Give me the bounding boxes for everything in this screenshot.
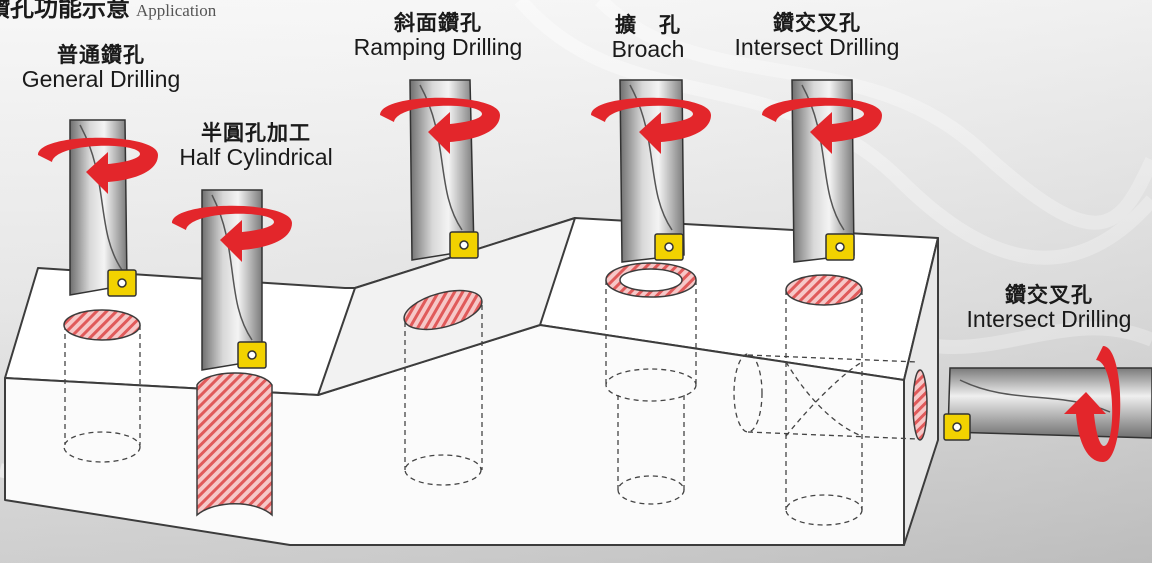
label-ramping-drilling: 斜面鑽孔 Ramping Drilling xyxy=(340,12,536,60)
rotation-arrow-icon xyxy=(591,97,711,154)
label-intersect-side-en: Intersect Drilling xyxy=(966,305,1132,332)
label-intersect-top: 鑽交叉孔 Intersect Drilling xyxy=(720,12,914,60)
label-broach-en: Broach xyxy=(611,35,685,62)
hidden-hole-lines xyxy=(63,280,919,526)
rotation-arrow-icon xyxy=(1064,346,1121,462)
label-general-drilling: 普通鑽孔 General Drilling xyxy=(8,44,194,92)
rotation-arrow-icon xyxy=(762,97,882,154)
rotation-arrow-icon xyxy=(380,97,500,154)
broach-inner xyxy=(619,268,683,292)
ramping-hole xyxy=(403,289,483,331)
label-half-cylindrical: 半圓孔加工 Half Cylindrical xyxy=(168,122,344,170)
label-broach-zh: 擴 孔 xyxy=(615,13,681,37)
label-half-zh: 半圓孔加工 xyxy=(201,121,311,145)
label-broach: 擴 孔 Broach xyxy=(600,14,696,62)
intersect-hole xyxy=(785,274,863,306)
label-intersect-side-zh: 鑽交叉孔 xyxy=(1005,283,1093,307)
title-en: Application xyxy=(136,1,217,20)
hole-openings xyxy=(63,262,928,517)
label-half-en: Half Cylindrical xyxy=(179,143,333,170)
page-title: 鑽孔功能示意 Application xyxy=(0,0,216,23)
label-general-zh: 普通鑽孔 xyxy=(57,43,145,67)
label-ramping-zh: 斜面鑽孔 xyxy=(394,11,482,35)
rotation-arrow-icon xyxy=(172,205,292,262)
tool-half xyxy=(201,189,267,371)
label-intersect-top-en: Intersect Drilling xyxy=(734,33,900,60)
half-cylinder-cut xyxy=(196,372,273,517)
title-zh: 鑽孔功能示意 xyxy=(0,0,130,22)
label-general-en: General Drilling xyxy=(21,65,181,92)
label-ramping-en: Ramping Drilling xyxy=(353,33,523,60)
side-hole xyxy=(912,369,928,441)
tool-intersect-side xyxy=(943,367,1152,441)
label-intersect-side: 鑽交叉孔 Intersect Drilling xyxy=(952,284,1146,332)
label-intersect-top-zh: 鑽交叉孔 xyxy=(773,11,861,35)
rotation-arrows xyxy=(38,97,1121,462)
general-hole xyxy=(63,309,141,341)
rotation-arrow-icon xyxy=(38,137,158,194)
